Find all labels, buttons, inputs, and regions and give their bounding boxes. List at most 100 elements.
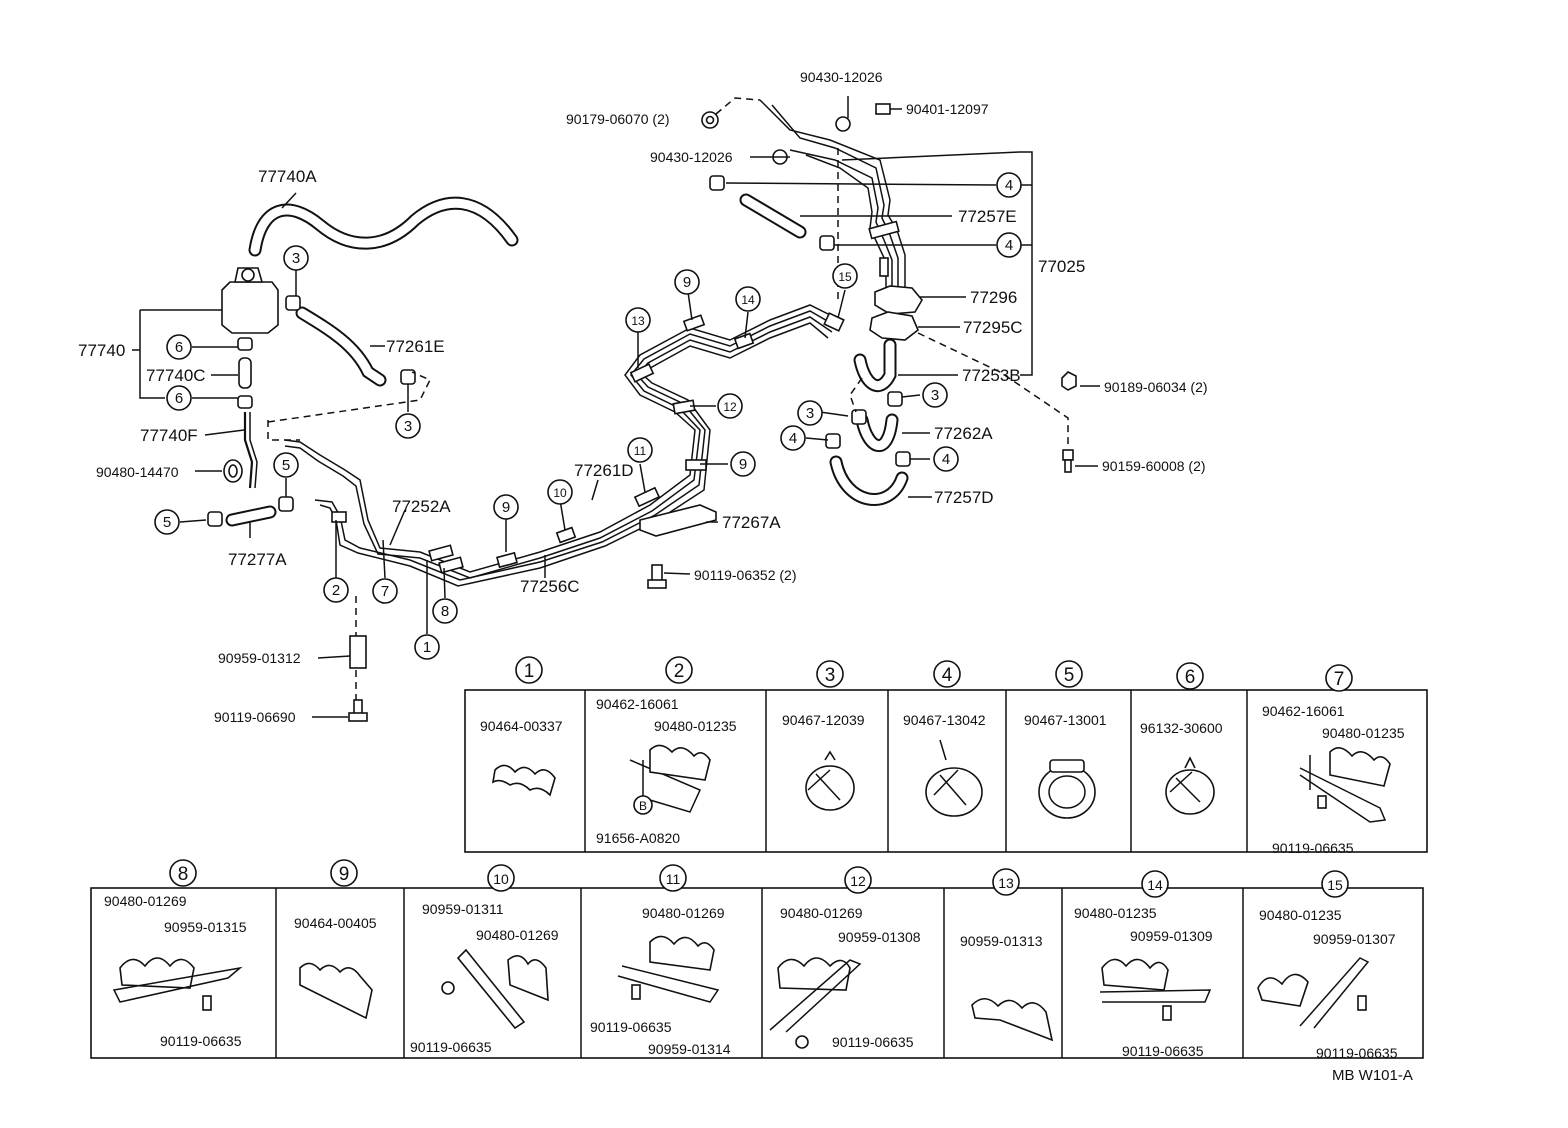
svg-text:9: 9: [339, 864, 350, 885]
hose-77257d: [829, 455, 909, 506]
label-90401-12097: 90401-12097: [906, 101, 989, 117]
label-77252a: 77252A: [392, 497, 451, 516]
svg-text:6: 6: [175, 390, 183, 407]
callout-11: 11: [627, 437, 653, 463]
svg-text:8: 8: [178, 864, 189, 885]
svg-text:2: 2: [674, 661, 685, 682]
callout-4a: 4: [996, 172, 1022, 198]
cell-3-number: 3: [816, 660, 844, 688]
svg-text:8: 8: [441, 603, 449, 620]
cell-6-number: 6: [1176, 662, 1204, 690]
label-77277a: 77277A: [228, 550, 287, 569]
svg-text:90480-01269: 90480-01269: [642, 905, 725, 921]
svg-text:90959-01307: 90959-01307: [1313, 931, 1396, 947]
callout-6a: 6: [166, 334, 192, 360]
pipe-77740f: [243, 412, 254, 489]
cell-14-number: 14: [1141, 870, 1169, 898]
parts-table-top-sketches: [491, 739, 1391, 823]
label-77257e: 77257E: [958, 207, 1017, 226]
label-90119-06690: 90119-06690: [214, 709, 296, 725]
svg-text:4: 4: [1005, 237, 1013, 254]
main-labels: 90430-12026 90401-12097 90179-06070 (2) …: [78, 69, 1208, 725]
marker-b: B: [633, 795, 653, 815]
callout-2: 2: [323, 577, 349, 603]
svg-text:90119-06635: 90119-06635: [1316, 1045, 1398, 1061]
svg-text:90467-13001: 90467-13001: [1024, 712, 1107, 728]
svg-text:1: 1: [423, 639, 431, 656]
callout-14: 14: [735, 286, 761, 312]
label-77740: 77740: [78, 341, 125, 360]
svg-text:10: 10: [493, 871, 509, 887]
leader-lines: [132, 96, 1100, 718]
svg-text:91656-A0820: 91656-A0820: [596, 830, 680, 846]
callout-3d: 3: [922, 382, 948, 408]
svg-text:90480-01269: 90480-01269: [104, 893, 187, 909]
parts-table-bottom-sketches: [112, 935, 1370, 1049]
callout-9c: 9: [674, 269, 700, 295]
callout-4b: 4: [996, 232, 1022, 258]
svg-text:90119-06635: 90119-06635: [160, 1033, 242, 1049]
svg-text:90480-01235: 90480-01235: [654, 718, 737, 734]
cell-8-number: 8: [169, 859, 197, 887]
label-77262a: 77262A: [934, 424, 993, 443]
svg-text:3: 3: [825, 665, 836, 686]
svg-text:90480-01235: 90480-01235: [1322, 725, 1405, 741]
svg-text:2: 2: [332, 582, 340, 599]
cell-10-number: 10: [487, 864, 515, 892]
label-77257d: 77257D: [934, 488, 994, 507]
svg-text:B: B: [639, 799, 647, 813]
callout-8: 8: [432, 598, 458, 624]
svg-text:15: 15: [838, 270, 852, 284]
callout-15: 15: [832, 263, 858, 289]
callouts: 4 4 3 6 6 3 5 5 2 7 8 1 9 10 11 9 12 13 …: [154, 172, 1022, 660]
callout-4d: 4: [933, 446, 959, 472]
svg-text:15: 15: [1327, 877, 1343, 893]
svg-text:12: 12: [850, 873, 866, 889]
svg-text:13: 13: [998, 875, 1014, 891]
svg-text:90462-16061: 90462-16061: [596, 696, 679, 712]
bracket-77267a: [639, 504, 717, 537]
svg-text:10: 10: [553, 486, 567, 500]
svg-text:96132-30600: 96132-30600: [1140, 720, 1223, 736]
callout-5a: 5: [273, 452, 299, 478]
svg-text:90464-00405: 90464-00405: [294, 915, 377, 931]
label-90959-01312: 90959-01312: [218, 650, 301, 666]
svg-text:5: 5: [163, 514, 171, 531]
parts-table-top-headers: 1 2 3 4 5 6 7: [515, 656, 1353, 692]
svg-text:1: 1: [524, 661, 535, 682]
callout-12: 12: [717, 393, 743, 419]
svg-text:3: 3: [292, 250, 300, 267]
callout-3a: 3: [283, 245, 309, 271]
cell-15-number: 15: [1321, 870, 1349, 898]
pipe-bundle-upper: [759, 99, 906, 290]
svg-text:90462-16061: 90462-16061: [1262, 703, 1345, 719]
label-77296: 77296: [970, 288, 1017, 307]
svg-text:14: 14: [741, 293, 755, 307]
svg-text:14: 14: [1147, 877, 1163, 893]
cell-13-number: 13: [992, 868, 1020, 896]
svg-text:9: 9: [683, 274, 691, 291]
cell-1-number: 1: [515, 656, 543, 684]
label-77261d: 77261D: [574, 461, 634, 480]
pipe-bundle-main: [284, 304, 841, 587]
svg-text:13: 13: [631, 314, 645, 328]
callout-7: 7: [372, 578, 398, 604]
label-90430-12026-top: 90430-12026: [800, 69, 883, 85]
bundle-clamps: [331, 312, 845, 574]
callout-6b: 6: [166, 385, 192, 411]
hose-77261e: [295, 306, 387, 387]
parts-table-bottom-labels: 90480-01269 90959-01315 90119-06635 9046…: [104, 893, 1398, 1061]
cell-4-number: 4: [933, 660, 961, 688]
svg-text:90467-13042: 90467-13042: [903, 712, 986, 728]
callout-4c: 4: [780, 425, 806, 451]
svg-text:90119-06635: 90119-06635: [832, 1034, 914, 1050]
label-90159-60008: 90159-60008 (2): [1102, 458, 1206, 474]
svg-text:6: 6: [1185, 667, 1196, 688]
svg-text:4: 4: [942, 451, 950, 468]
diagram-code: MB W101-A: [1332, 1067, 1413, 1084]
svg-text:90480-01269: 90480-01269: [476, 927, 559, 943]
callout-1: 1: [414, 634, 440, 660]
svg-text:3: 3: [404, 418, 412, 435]
svg-text:90119-06635: 90119-06635: [1272, 840, 1354, 856]
